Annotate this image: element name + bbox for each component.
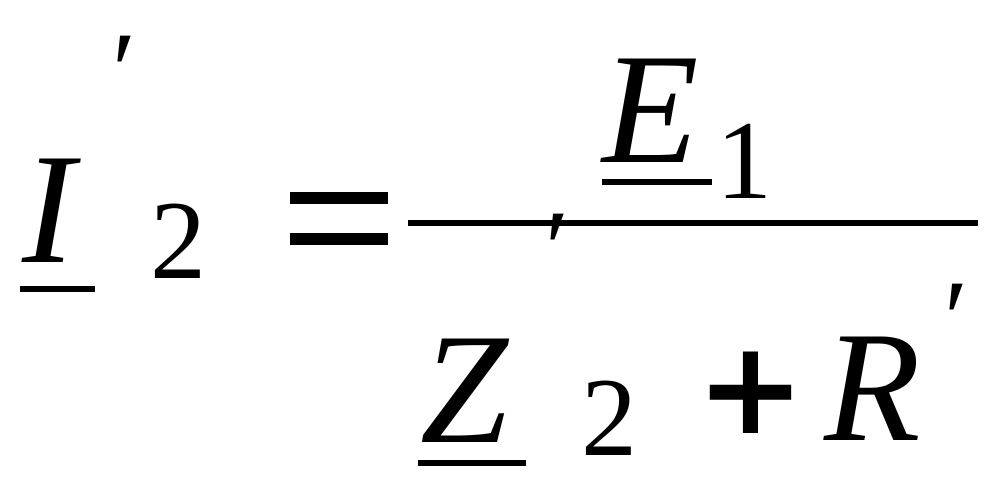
lhs-symbol: I — [21, 122, 81, 297]
equals-bar-top — [290, 192, 388, 204]
denominator-z-underline — [418, 460, 526, 466]
denominator-z-symbol: Z — [420, 302, 510, 477]
denominator-plus: + — [696, 312, 805, 464]
denominator-r-symbol: R — [823, 300, 921, 475]
denominator-z-prime: ′ — [545, 188, 569, 310]
numerator-subscript: 1 — [716, 99, 772, 223]
lhs-prime: ′ — [112, 10, 136, 132]
denominator-r-prime: ′ — [944, 258, 968, 380]
fraction-bar — [408, 220, 978, 226]
equals-bar-bottom — [290, 233, 388, 245]
numerator-underline — [602, 179, 712, 185]
lhs-underline — [20, 286, 95, 292]
lhs-subscript: 2 — [150, 179, 206, 303]
numerator-symbol: E — [600, 22, 699, 197]
denominator-z-subscript: 2 — [581, 356, 637, 480]
